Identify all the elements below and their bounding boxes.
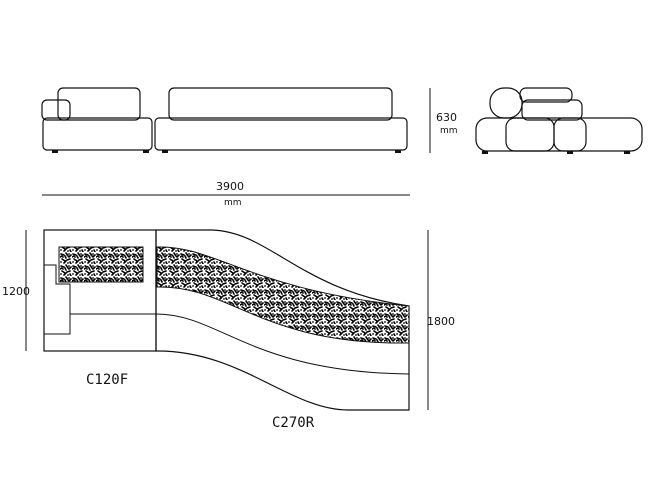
left-base (42, 117, 153, 151)
depth-left-value: 1200 (2, 285, 30, 298)
width-value: 3900 (216, 180, 244, 193)
module-code-left: C120F (86, 372, 128, 388)
depth-right-value: 1800 (427, 315, 455, 328)
c270r-outline (155, 229, 410, 411)
height-value: 630 (436, 111, 457, 124)
side-base (475, 117, 643, 152)
width-unit: mm (224, 198, 242, 208)
left-back-cushion (57, 87, 141, 121)
side-elevation-view (475, 87, 643, 154)
module-code-right: C270R (272, 415, 315, 431)
plan-view (43, 229, 410, 411)
feet (52, 150, 401, 153)
side-seat-cushion-2 (553, 117, 587, 152)
right-base (154, 117, 408, 151)
plan-depth-dimensions: 1200 1800 (2, 230, 455, 410)
side-seat-top (521, 99, 583, 121)
left-armrest (41, 99, 71, 121)
side-back-roll (489, 87, 523, 119)
right-back-cushion (168, 87, 393, 121)
c120f-fabric-cushion (58, 246, 144, 283)
width-dimension: 3900 mm (42, 180, 410, 208)
front-elevation-view: 630 mm (41, 87, 458, 153)
side-back-cushion (519, 87, 573, 103)
side-seat-cushion-1 (505, 117, 555, 152)
height-unit: mm (440, 126, 458, 136)
c270r-fabric-band (156, 246, 410, 344)
